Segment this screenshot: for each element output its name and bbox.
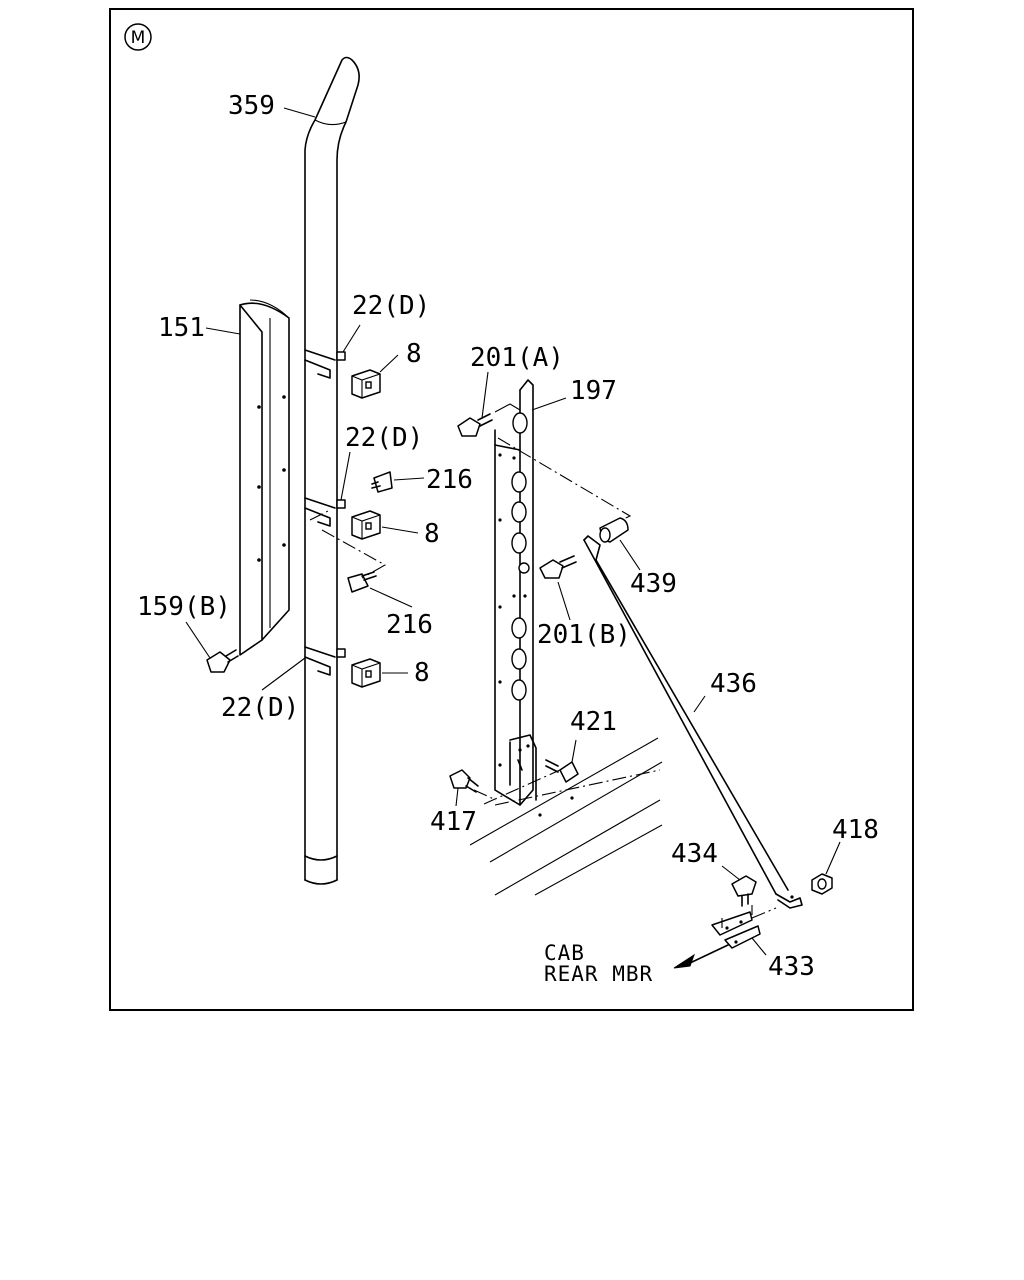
label-418: 418 [832, 815, 879, 845]
stay-rod-436 [583, 535, 803, 909]
bracket-197 [494, 379, 537, 806]
cab-rear-member [469, 737, 663, 896]
label-159b: 159(B) [137, 592, 231, 622]
label-216-top: 216 [426, 465, 473, 495]
label-439: 439 [630, 569, 677, 599]
label-22d-top: 22(D) [352, 291, 430, 321]
alignment-line-216 [309, 509, 387, 579]
svg-text:M: M [131, 28, 146, 48]
bolt-421 [545, 759, 579, 783]
bolt-159b [206, 649, 239, 673]
label-151: 151 [158, 313, 205, 343]
bolt-201b [539, 555, 577, 579]
bolt-216-bottom [347, 571, 377, 593]
block-8-mid [351, 510, 381, 540]
direction-note-line1: CAB [544, 941, 585, 965]
bolt-216-top [371, 471, 393, 493]
label-421: 421 [570, 707, 617, 737]
cab-rear-direction-arrow [673, 944, 729, 969]
label-22d-bottom: 22(D) [221, 693, 299, 723]
block-8-bottom [351, 658, 381, 688]
clamp-22d-mid [304, 497, 346, 527]
bolt-201a [457, 413, 493, 437]
bracket-433 [711, 905, 777, 949]
label-197: 197 [570, 376, 617, 406]
section-badge: M [124, 23, 152, 51]
collar-439 [599, 517, 629, 543]
leader-lines [185, 107, 841, 956]
label-433: 433 [768, 952, 815, 982]
alignment-line-417 [473, 789, 497, 801]
label-417: 417 [430, 807, 477, 837]
label-201b: 201(B) [537, 620, 631, 650]
direction-note-line2: REAR MBR [544, 962, 653, 986]
label-22d-mid: 22(D) [345, 423, 423, 453]
label-8-mid: 8 [424, 519, 440, 549]
diagram-frame [109, 8, 914, 1011]
heat-shield-151 [239, 299, 290, 656]
clamp-22d-bottom [304, 646, 346, 676]
exhaust-pipe-359 [304, 56, 360, 885]
bolt-434 [731, 875, 757, 907]
label-359: 359 [228, 91, 275, 121]
clamp-22d-top [304, 349, 346, 379]
bolt-417 [449, 769, 479, 793]
label-434: 434 [671, 839, 718, 869]
label-8-top: 8 [406, 339, 422, 369]
nut-418 [811, 873, 833, 895]
label-216-bottom: 216 [386, 610, 433, 640]
label-436: 436 [710, 669, 757, 699]
label-201a: 201(A) [470, 343, 564, 373]
label-8-bottom: 8 [414, 658, 430, 688]
block-8-top [351, 369, 381, 399]
